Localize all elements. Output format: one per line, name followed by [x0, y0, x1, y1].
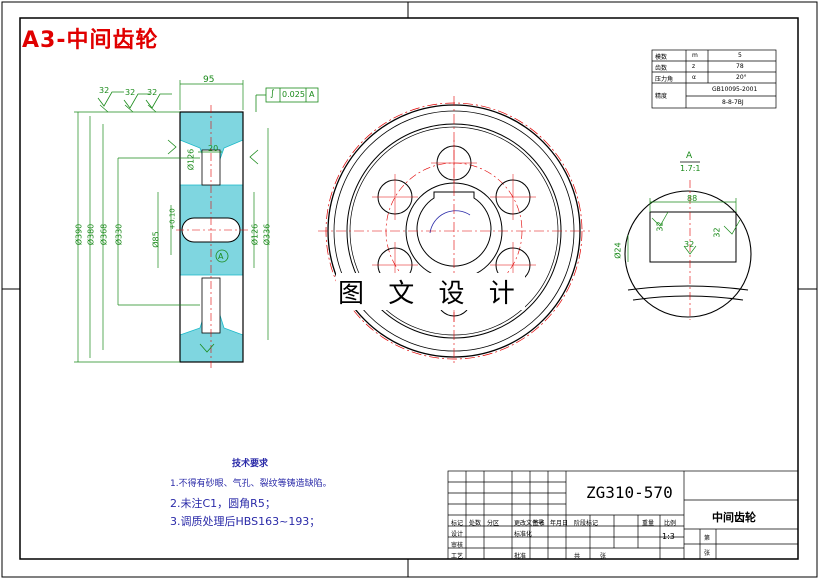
rough-1: 32	[99, 86, 110, 95]
tb-label-zone: 分区	[487, 520, 500, 527]
param-r4c2: GB10095-2001	[712, 86, 758, 93]
tech-req-item-3: 3.调质处理后HBS163~193；	[170, 515, 321, 528]
param-r2c3: 78	[736, 63, 744, 70]
tech-req-heading: 技术要求	[232, 459, 269, 469]
param-r2c1: 齿数	[655, 65, 668, 72]
dim-88: 88	[687, 194, 698, 203]
param-r3c3: 20°	[736, 74, 747, 81]
watermark-text: 图 文 设 计	[336, 273, 525, 310]
rough-a2: 32	[712, 227, 722, 238]
drawing-number: ZG310-570	[586, 483, 673, 502]
param-r2c2: z	[692, 63, 696, 70]
param-table-grid	[651, 49, 777, 109]
tb-label-count: 处数	[469, 520, 482, 527]
section-label: A	[686, 151, 693, 161]
rough-a3: 32	[684, 240, 695, 249]
rough-2: 32	[125, 88, 136, 97]
tb-label-sign: 签名	[533, 520, 546, 527]
rough-a1: 32	[655, 221, 665, 232]
dim-24: Ø24	[613, 242, 623, 259]
tech-req-item-1: 1.不得有砂眼、气孔、裂纹等铸造缺陷。	[170, 479, 332, 489]
front-view	[318, 96, 590, 366]
detail-a	[624, 161, 752, 320]
tb-label-total: 共	[574, 553, 581, 560]
dim-126: Ø126	[250, 223, 260, 246]
section-scale: 1.7:1	[680, 164, 701, 173]
tb-label-design: 设计	[451, 531, 464, 538]
dim-85: Ø85	[151, 231, 161, 248]
tb-label-weight: 重量	[642, 520, 655, 527]
param-r3c2: α	[692, 74, 696, 81]
datum-a: A	[309, 90, 315, 99]
dim-20: 20	[208, 144, 219, 153]
section-view	[74, 80, 319, 368]
datum-circle-label: A	[218, 252, 224, 261]
rough-3: 32	[147, 88, 158, 97]
dim-width: 95	[203, 75, 215, 85]
param-r5c3: 8-8-7BJ	[722, 99, 744, 106]
tb-label-date: 年月日	[550, 520, 569, 527]
dim-126-web: Ø126	[186, 148, 196, 171]
tb-label-approve: 批准	[514, 553, 527, 560]
tb-label-std: 标准化	[514, 531, 533, 538]
param-r3c1: 压力角	[655, 76, 674, 83]
scale-value: 1:3	[662, 532, 675, 541]
tb-label-no: 第	[704, 535, 711, 542]
tb-label-doc: 更改文件号	[514, 520, 545, 527]
part-name: 中间齿轮	[712, 511, 756, 524]
tb-label-ratio: 比例	[664, 520, 677, 527]
dim-tolerance: +0.10	[168, 208, 177, 230]
tb-label-review: 审核	[451, 542, 464, 549]
tech-req-item-2: 2.未注C1，圆角R5；	[170, 497, 276, 510]
tb-label-sheet: 张	[704, 550, 711, 557]
dim-380: Ø380	[86, 223, 96, 246]
title-block-grid	[447, 470, 799, 560]
param-r1c3: 5	[738, 52, 742, 59]
dim-330: Ø330	[114, 223, 124, 246]
drawing-title: A3-中间齿轮	[22, 28, 159, 53]
param-r4c1: 精度	[655, 93, 668, 100]
dim-336: Ø336	[262, 223, 272, 246]
tb-label-mark: 标记	[451, 520, 464, 527]
param-r1c1: 模数	[655, 54, 668, 61]
gtol-value: 0.025	[282, 90, 305, 99]
param-r1c2: m	[692, 52, 698, 59]
dim-390: Ø390	[74, 223, 84, 246]
gtol-symbol: ∫	[270, 89, 275, 99]
tb-label-process: 工艺	[451, 553, 464, 560]
tb-label-stage: 阶段标记	[574, 520, 599, 527]
dim-368: Ø368	[99, 223, 109, 246]
tb-label-sheets: 张	[600, 553, 607, 560]
